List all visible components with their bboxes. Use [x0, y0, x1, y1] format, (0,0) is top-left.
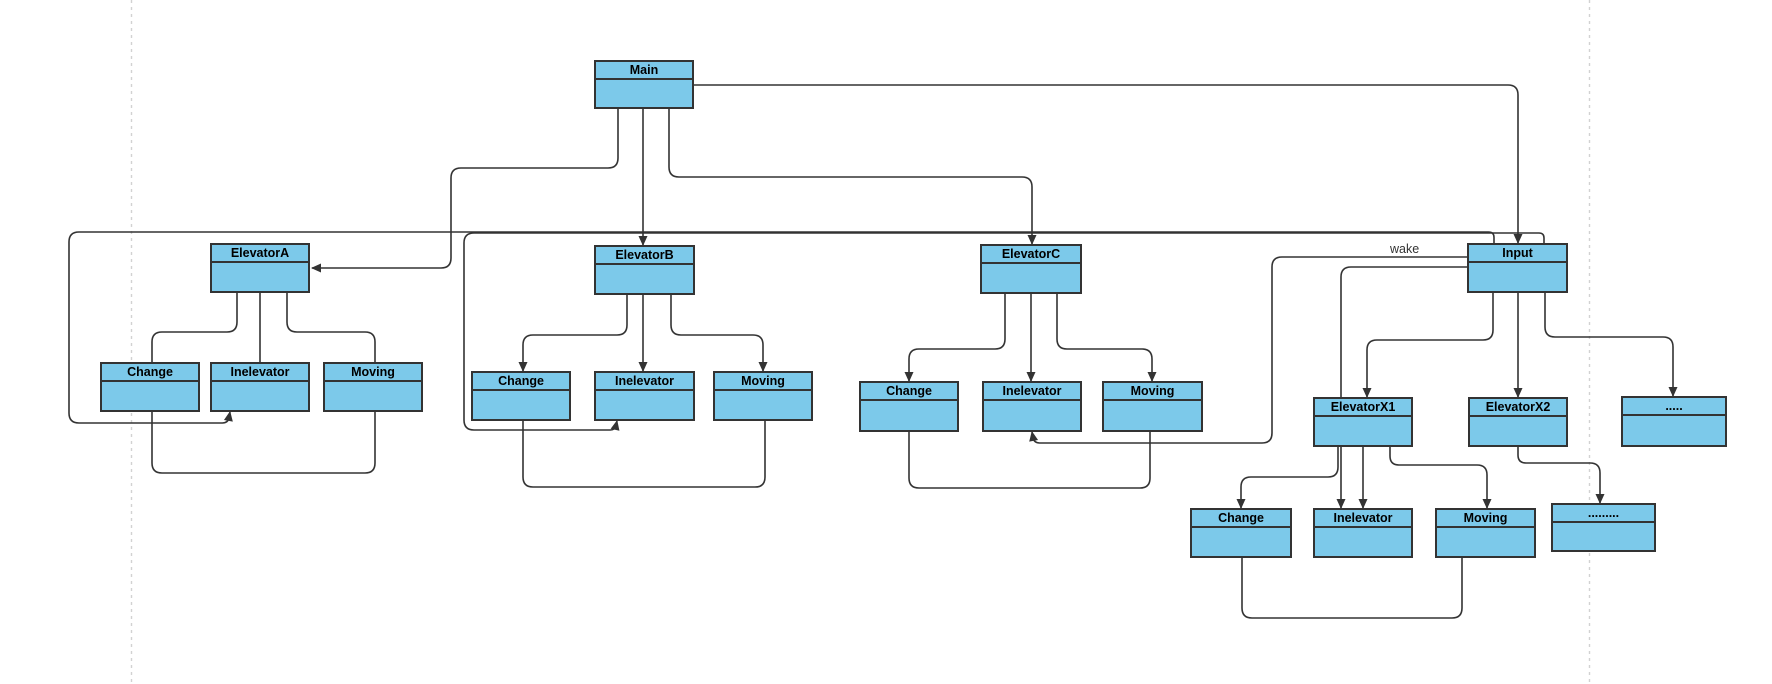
- node-change-c-label: Change: [861, 383, 957, 401]
- node-dots-top-label: .....: [1623, 398, 1725, 416]
- node-change-c[interactable]: Change: [859, 381, 959, 432]
- edge-elevatorx1-to-movingx1[interactable]: [1389, 447, 1492, 509]
- edge-elevatora-to-movinga[interactable]: [286, 293, 376, 362]
- node-main[interactable]: Main: [594, 60, 694, 109]
- node-moving-x1[interactable]: Moving: [1435, 508, 1536, 558]
- node-elevator-x2[interactable]: ElevatorX2: [1468, 397, 1568, 447]
- edge-elevatorc-to-changec[interactable]: [904, 294, 1006, 382]
- edge-elevatorb-to-movingb[interactable]: [670, 295, 768, 372]
- edge-loop-b[interactable]: [522, 421, 766, 488]
- node-moving-a-label: Moving: [325, 364, 421, 382]
- node-input[interactable]: Input: [1467, 243, 1568, 293]
- edge-input-to-elevatorx1[interactable]: [1362, 293, 1494, 398]
- node-inelevator-x1-label: Inelevator: [1315, 510, 1411, 528]
- edge-loop-x1[interactable]: [1241, 558, 1463, 619]
- node-change-a-label: Change: [102, 364, 198, 382]
- node-change-b[interactable]: Change: [471, 371, 571, 421]
- node-elevator-a[interactable]: ElevatorA: [210, 243, 310, 293]
- node-elevator-b[interactable]: ElevatorB: [594, 245, 695, 295]
- node-change-a[interactable]: Change: [100, 362, 200, 412]
- node-input-label: Input: [1469, 245, 1566, 263]
- edge-elevatorx1-to-changex1[interactable]: [1236, 447, 1339, 509]
- edge-input-to-inelevatorc-wake[interactable]: [1029, 256, 1467, 444]
- node-main-label: Main: [596, 62, 692, 80]
- edge-loop-c[interactable]: [908, 432, 1151, 489]
- node-elevator-x1-label: ElevatorX1: [1315, 399, 1411, 417]
- edge-elevatorb-to-changeb[interactable]: [518, 295, 628, 372]
- node-inelevator-x1[interactable]: Inelevator: [1313, 508, 1413, 558]
- edge-elevatorx2-to-dots-bottom[interactable]: [1517, 447, 1605, 504]
- node-change-x1[interactable]: Change: [1190, 508, 1292, 558]
- node-change-x1-label: Change: [1192, 510, 1290, 528]
- node-change-b-label: Change: [473, 373, 569, 391]
- node-dots-bottom-label: .........: [1553, 505, 1654, 523]
- edge-main-to-elevatorc[interactable]: [668, 109, 1037, 245]
- node-moving-a[interactable]: Moving: [323, 362, 423, 412]
- node-dots-top[interactable]: .....: [1621, 396, 1727, 447]
- edge-elevatora-to-changea[interactable]: [151, 293, 238, 362]
- node-elevator-a-label: ElevatorA: [212, 245, 308, 263]
- node-moving-b-label: Moving: [715, 373, 811, 391]
- node-moving-c-label: Moving: [1104, 383, 1201, 401]
- edge-elevatorc-to-movingc[interactable]: [1056, 294, 1157, 382]
- node-moving-x1-label: Moving: [1437, 510, 1534, 528]
- edge-loop-a[interactable]: [151, 412, 376, 474]
- edge-main-to-input[interactable]: [694, 84, 1523, 244]
- node-inelevator-b[interactable]: Inelevator: [594, 371, 695, 421]
- node-elevator-c-label: ElevatorC: [982, 246, 1080, 264]
- node-elevator-c[interactable]: ElevatorC: [980, 244, 1082, 294]
- node-inelevator-c-label: Inelevator: [984, 383, 1080, 401]
- node-elevator-x2-label: ElevatorX2: [1470, 399, 1566, 417]
- edge-label-wake: wake: [1388, 242, 1422, 256]
- node-inelevator-a[interactable]: Inelevator: [210, 362, 310, 412]
- edge-input-to-inelevatorb[interactable]: [463, 232, 1545, 431]
- node-inelevator-c[interactable]: Inelevator: [982, 381, 1082, 432]
- node-moving-b[interactable]: Moving: [713, 371, 813, 421]
- node-dots-bottom[interactable]: .........: [1551, 503, 1656, 552]
- node-elevator-x1[interactable]: ElevatorX1: [1313, 397, 1413, 447]
- node-elevator-b-label: ElevatorB: [596, 247, 693, 265]
- edge-input-to-dots-top[interactable]: [1544, 293, 1678, 397]
- edge-input-to-inelevatorx1[interactable]: [1336, 266, 1467, 509]
- node-inelevator-a-label: Inelevator: [212, 364, 308, 382]
- node-moving-c[interactable]: Moving: [1102, 381, 1203, 432]
- node-inelevator-b-label: Inelevator: [596, 373, 693, 391]
- edge-main-to-elevatora[interactable]: [311, 109, 619, 273]
